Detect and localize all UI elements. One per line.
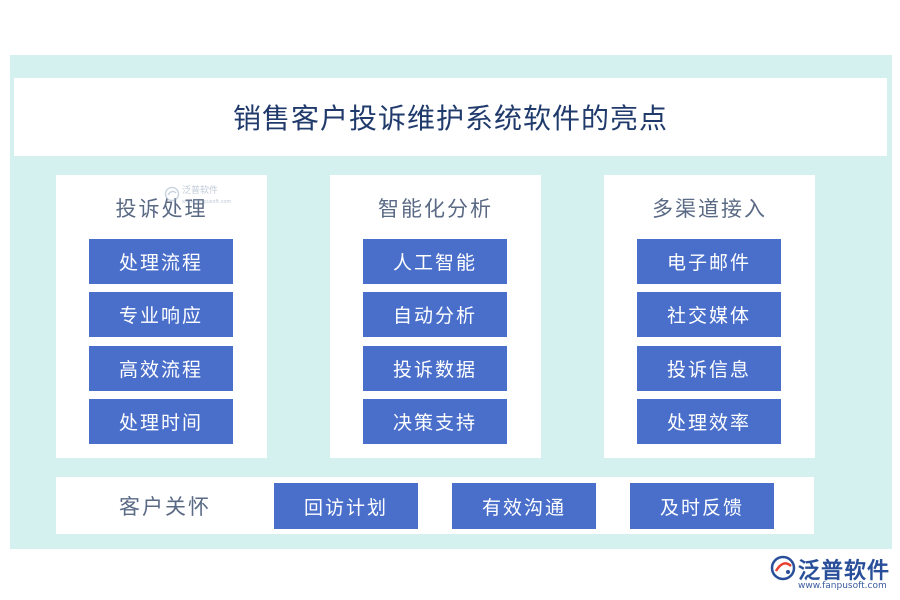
bottom-label: 客户关怀 bbox=[119, 494, 211, 519]
panel-multichannel-access: 多渠道接入 电子邮件 社交媒体 投诉信息 处理效率 bbox=[604, 175, 815, 458]
watermark-name: 泛普软件 bbox=[182, 186, 219, 196]
panel-header: 多渠道接入 bbox=[652, 197, 767, 221]
panel-item: 处理时间 bbox=[89, 399, 233, 444]
bottom-item: 及时反馈 bbox=[630, 483, 774, 529]
panel-item: 决策支持 bbox=[363, 399, 507, 444]
bottom-item: 有效沟通 bbox=[452, 483, 596, 529]
bottom-item: 回访计划 bbox=[274, 483, 418, 529]
panel-item: 人工智能 bbox=[363, 239, 507, 284]
panel-item: 社交媒体 bbox=[637, 292, 781, 337]
brand-name: 泛普软件 bbox=[798, 559, 891, 584]
brand-logo: 泛普软件 www.fanpusoft.com bbox=[770, 553, 898, 597]
panel-header: 智能化分析 bbox=[378, 197, 493, 221]
title-bar: 销售客户投诉维护系统软件的亮点 bbox=[14, 78, 887, 156]
panel-item: 投诉信息 bbox=[637, 346, 781, 391]
panel-intelligent-analysis: 智能化分析 人工智能 自动分析 投诉数据 决策支持 bbox=[330, 175, 541, 458]
panel-item: 专业响应 bbox=[89, 292, 233, 337]
panel-item: 投诉数据 bbox=[363, 346, 507, 391]
diagram-title: 销售客户投诉维护系统软件的亮点 bbox=[232, 102, 668, 135]
watermark: 泛普软件 www.fanpusoft.com bbox=[164, 186, 231, 207]
bottom-bar-customer-care: 客户关怀 回访计划 有效沟通 及时反馈 bbox=[56, 477, 814, 534]
watermark-logo-icon bbox=[164, 186, 180, 202]
brand-logo-icon bbox=[770, 555, 796, 585]
panel-item: 电子邮件 bbox=[637, 239, 781, 284]
watermark-sub: www.fanpusoft.com bbox=[182, 199, 232, 205]
panel-item: 自动分析 bbox=[363, 292, 507, 337]
panel-item: 处理流程 bbox=[89, 239, 233, 284]
panel-header: 投诉处理 bbox=[115, 197, 208, 221]
brand-url: www.fanpusoft.com bbox=[798, 581, 887, 591]
panel-item: 处理效率 bbox=[637, 399, 781, 444]
panel-item: 高效流程 bbox=[89, 346, 233, 391]
panel-complaint-handling: 投诉处理 泛普软件 www.fanpusoft.com 处理流程 专业响应 高效… bbox=[56, 175, 267, 458]
